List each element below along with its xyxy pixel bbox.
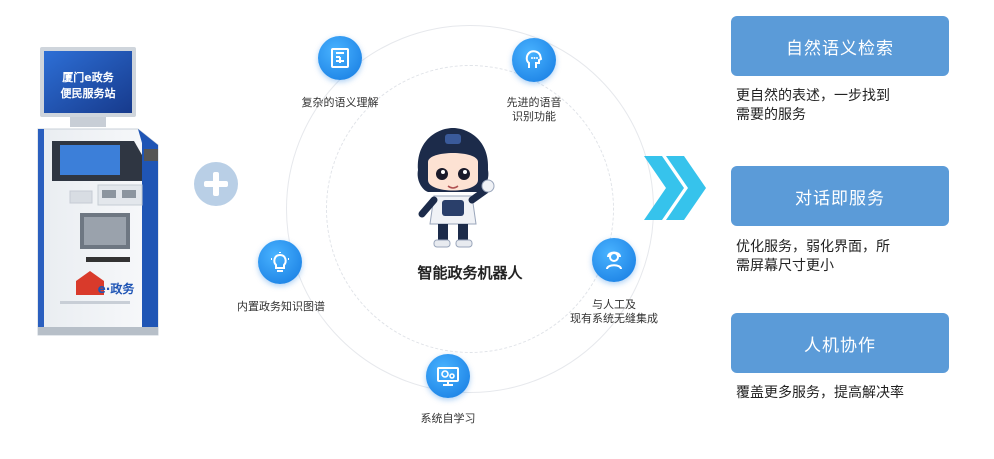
document-icon <box>318 36 362 80</box>
robot-mascot <box>417 128 495 248</box>
feature-integration-label-1: 与人工及 <box>592 298 636 311</box>
capability-dialog-service: 对话即服务 <box>731 166 949 226</box>
feature-knowledge-label: 内置政务知识图谱 <box>237 300 325 313</box>
capability-human-machine-desc-1: 覆盖更多服务，提高解决率 <box>736 385 904 401</box>
double-chevron-icon <box>644 156 706 220</box>
gears-monitor-icon <box>426 354 470 398</box>
kiosk-illustration: 厦门e政务 便民服务站 e·政务 <box>37 47 159 336</box>
lightbulb-icon <box>258 240 302 284</box>
speech-head-icon <box>512 38 556 82</box>
feature-learning-label: 系统自学习 <box>420 412 476 425</box>
feature-speech-label-1: 先进的语音 <box>506 96 562 109</box>
kiosk-body-logo: e·政务 <box>98 281 136 296</box>
center-title: 智能政务机器人 <box>417 264 523 282</box>
orbit-inner-ring <box>326 65 614 353</box>
feature-integration-label-2: 现有系统无缝集成 <box>570 312 658 325</box>
plus-icon <box>194 162 238 206</box>
capability-dialog-service-desc-2: 需屏幕尺寸更小 <box>736 258 834 274</box>
capability-natural-search-desc-2: 需要的服务 <box>736 107 806 123</box>
capability-natural-search: 自然语义检索 <box>731 16 949 76</box>
feature-speech-label-2: 识别功能 <box>512 110 556 123</box>
kiosk-screen-line1: 厦门e政务 <box>62 70 114 84</box>
customer-service-icon <box>592 238 636 282</box>
feature-semantic-label: 复杂的语义理解 <box>301 96 379 109</box>
capability-human-machine: 人机协作 <box>731 313 949 373</box>
capability-natural-search-desc-1: 更自然的表述，一步找到 <box>736 88 890 104</box>
capability-dialog-service-desc-1: 优化服务，弱化界面，所 <box>736 239 890 255</box>
kiosk-screen-line2: 便民服务站 <box>61 86 116 100</box>
